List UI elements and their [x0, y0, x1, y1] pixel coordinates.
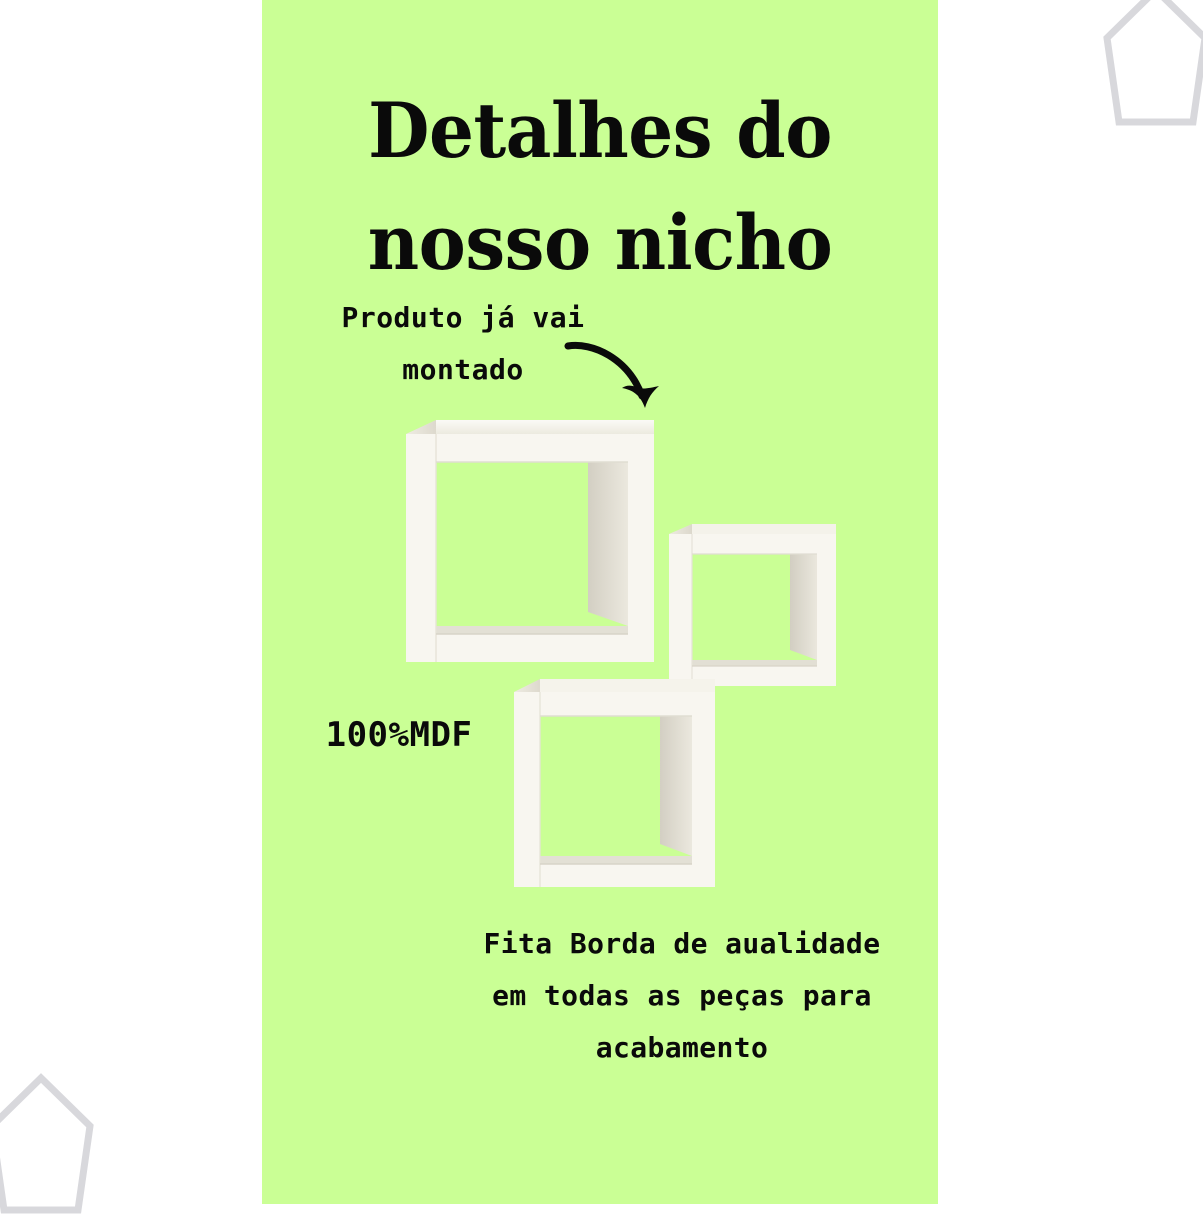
page-title: Detalhes do nosso nicho [286, 75, 915, 299]
pentagon-outline-icon [0, 1073, 94, 1214]
callout-edge-band: Fita Borda de aualidade em todas as peça… [432, 918, 932, 1074]
page-title-line-1: Detalhes do [368, 85, 832, 175]
nicho-quadrado-pequeno [514, 679, 715, 887]
callout-assembled: Produto já vai montado [298, 292, 628, 396]
curved-arrow-down-right-icon [564, 341, 659, 408]
nicho-quadrado-medio [669, 524, 836, 686]
callout-edge-band-line-1: Fita Borda de aualidade [483, 927, 881, 960]
pentagon-outline-icon [1103, 0, 1203, 126]
page-title-line-2: nosso nicho [367, 197, 833, 287]
callout-edge-band-line-3: acabamento [595, 1031, 769, 1064]
callout-assembled-line-2: montado [402, 353, 524, 386]
callout-assembled-line-1: Produto já vai [341, 301, 585, 334]
callout-edge-band-line-2: em todas as peças para [492, 979, 872, 1012]
nicho-quadrado-grande [406, 420, 654, 662]
callout-material: 100%MDF [325, 715, 473, 755]
poster-panel: Detalhes do nosso nicho Produto já vai m… [262, 0, 938, 1204]
